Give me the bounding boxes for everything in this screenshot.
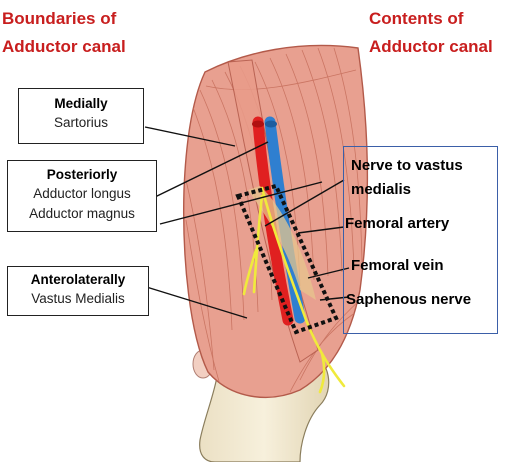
posteriorly-item-adductor-magnus: Adductor magnus	[8, 204, 156, 224]
posteriorly-item-adductor-longus: Adductor longus	[8, 184, 156, 204]
content-nerve-to-vastus-medialis: Nerve to vastus medialis	[351, 156, 463, 200]
contents-heading-line2: Adductor canal	[369, 36, 493, 58]
content-femoral-vein: Femoral vein	[351, 256, 444, 276]
medially-box: Medially Sartorius	[18, 88, 144, 144]
contents-heading: Contents of Adductor canal	[369, 8, 493, 58]
medially-title: Medially	[19, 95, 143, 113]
content-saphenous-nerve: Saphenous nerve	[346, 290, 471, 310]
contents-heading-line1: Contents of	[369, 8, 493, 30]
anterolaterally-title: Anterolaterally	[8, 271, 148, 289]
boundaries-heading: Boundaries of Adductor canal	[2, 8, 126, 58]
boundaries-heading-line2: Adductor canal	[2, 36, 126, 58]
nerve-to-vastus-line1: Nerve to vastus	[351, 156, 463, 176]
posteriorly-box: Posteriorly Adductor longus Adductor mag…	[7, 160, 157, 232]
medially-item-sartorius: Sartorius	[19, 113, 143, 133]
nerve-to-vastus-line2: medialis	[351, 180, 463, 200]
posteriorly-title: Posteriorly	[8, 166, 156, 184]
anterolaterally-item-vastus-medialis: Vastus Medialis	[8, 289, 148, 309]
boundaries-heading-line1: Boundaries of	[2, 8, 126, 30]
anterolaterally-box: Anterolaterally Vastus Medialis	[7, 266, 149, 316]
content-femoral-artery: Femoral artery	[345, 214, 449, 234]
